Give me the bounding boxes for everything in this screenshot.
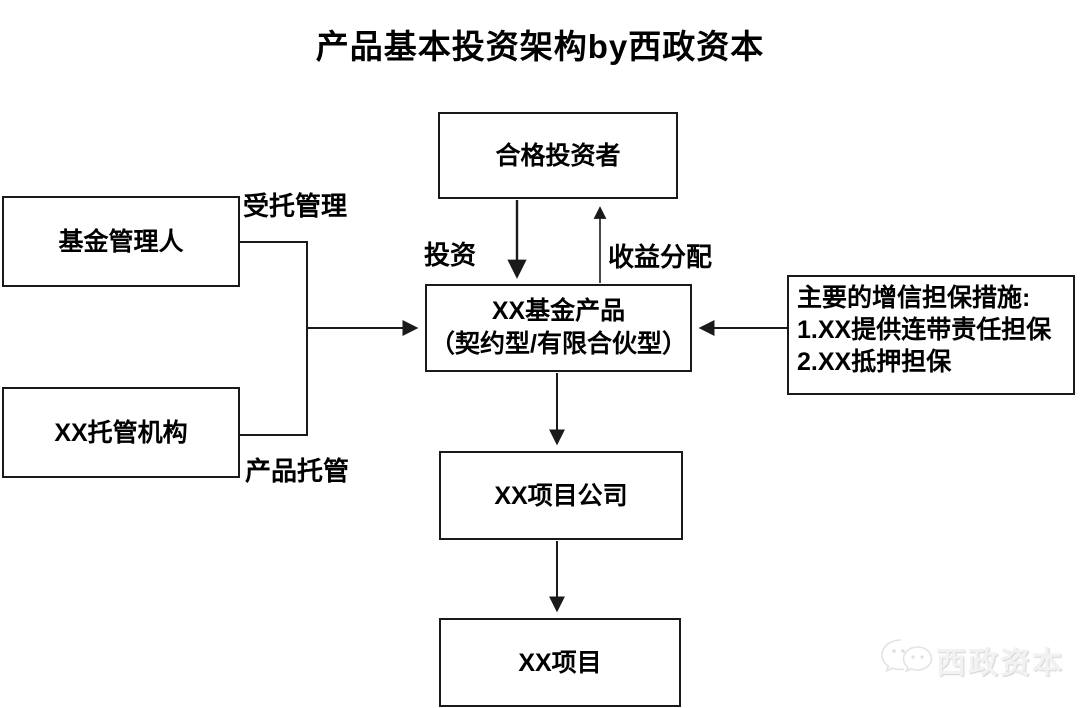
edge-label-entrusted-management: 受托管理 [243, 191, 348, 221]
node-guarantee-line3: 2.XX抵押担保 [797, 348, 952, 376]
node-custodian: XX托管机构 [2, 387, 240, 478]
watermark: 西政资本 [876, 634, 1064, 686]
edge-label-investment: 投资 [424, 240, 477, 270]
edge-label-income-distribution: 收益分配 [608, 242, 713, 272]
node-guarantee-line1: 主要的增信担保措施: [797, 284, 1031, 312]
node-fund-product-line1: XX基金产品 [491, 297, 626, 325]
node-project-label: XX项目 [518, 648, 602, 677]
node-fund-product-line2: （契约型/有限合伙型） [430, 330, 687, 358]
node-fund-manager: 基金管理人 [2, 196, 240, 287]
node-qualified-investors: 合格投资者 [438, 112, 678, 199]
diagram-title: 产品基本投资架构by西政资本 [315, 28, 765, 65]
node-guarantee-line2: 1.XX提供连带责任担保 [797, 316, 1052, 344]
edge-label-product-custody: 产品托管 [245, 456, 350, 486]
wechat-bubbles-icon [881, 639, 933, 673]
node-project-company: XX项目公司 [439, 451, 683, 540]
node-project-company-label: XX项目公司 [494, 481, 628, 510]
node-project: XX项目 [439, 618, 681, 707]
node-fund-product: XX基金产品 （契约型/有限合伙型） [425, 284, 692, 372]
node-fund-manager-label: 基金管理人 [58, 227, 184, 256]
node-qualified-investors-label: 合格投资者 [495, 141, 621, 170]
watermark-brand-text: 西政资本 [936, 647, 1064, 680]
node-guarantee-measures: 主要的增信担保措施: 1.XX提供连带责任担保 2.XX抵押担保 [787, 275, 1075, 395]
node-custodian-label: XX托管机构 [54, 418, 188, 447]
edge-bracket-left [240, 241, 308, 436]
